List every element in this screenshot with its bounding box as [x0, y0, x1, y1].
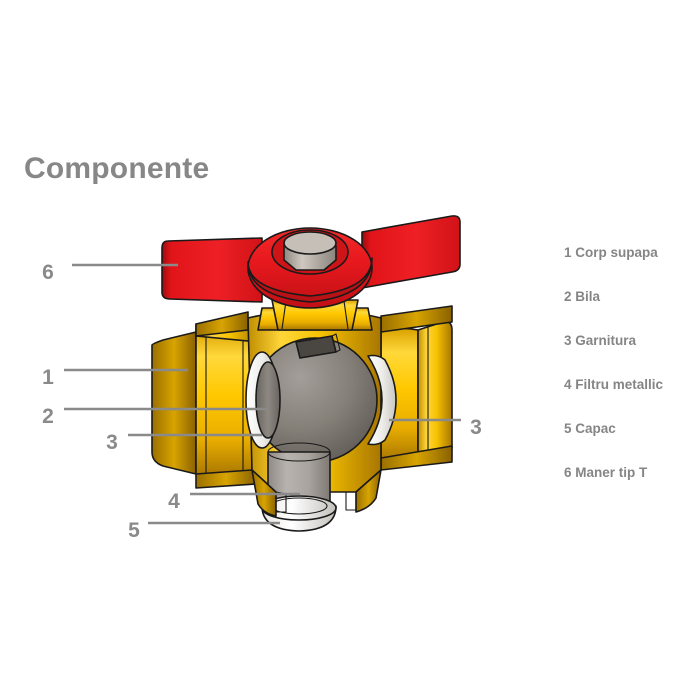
- callout-numbers: 6 1 2 3 3 4 5: [42, 261, 482, 542]
- callout-number-3-right: 3: [470, 416, 482, 439]
- legend-item-1: 1 Corp supapa: [564, 245, 658, 260]
- callout-number-5: 5: [128, 519, 140, 542]
- component-legend: 1 Corp supapa 2 Bila 3 Garnitura 4 Filtr…: [564, 245, 698, 509]
- callout-number-2: 2: [42, 405, 54, 428]
- callout-number-3-left: 3: [106, 431, 118, 454]
- callout-number-1: 1: [42, 366, 54, 389]
- callout-leader-lines: [64, 263, 461, 525]
- legend-item-3: 3 Garnitura: [564, 333, 637, 348]
- callout-number-6: 6: [42, 261, 54, 284]
- page-title: Componente: [24, 152, 210, 185]
- legend-item-2: 2 Bila: [564, 289, 601, 304]
- valve-seat-left: [245, 351, 281, 449]
- legend-item-6: 6 Maner tip T: [564, 465, 648, 480]
- t-handle: [161, 215, 461, 309]
- valve-body-left-port: [151, 323, 259, 489]
- legend-item-4: 4 Filtru metallic: [564, 377, 664, 392]
- callout-number-4: 4: [168, 490, 180, 513]
- legend-item-5: 5 Capac: [564, 421, 616, 436]
- valve-seat-right: [367, 354, 397, 446]
